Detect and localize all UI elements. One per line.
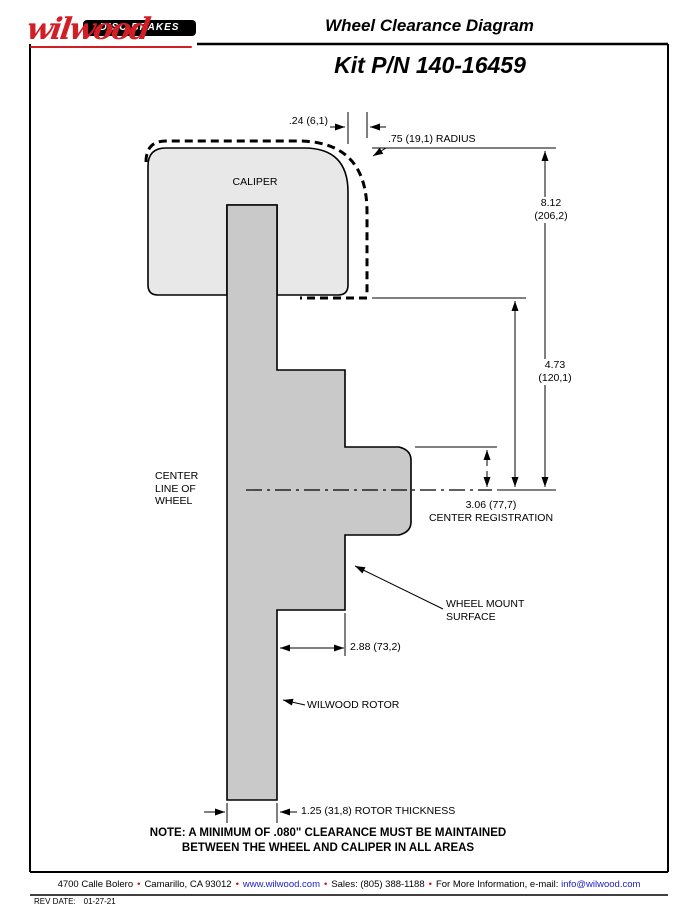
frame-borders (29, 42, 669, 896)
footer: 4700 Calle Bolero•Camarillo, CA 93012•ww… (30, 878, 668, 892)
centerline-label-line1: CENTER (155, 470, 199, 482)
footer-address: 4700 Calle Bolero (57, 879, 134, 890)
caliper-shape (147, 147, 349, 296)
footer-city: Camarillo, CA 93012 (144, 879, 232, 890)
mount-surface-line1: WHEEL MOUNT (446, 598, 525, 610)
rotor-hat-shape (226, 204, 412, 801)
dim-812: 8.12 (206,2) (521, 197, 581, 223)
footer-website-link[interactable]: www.wilwood.com (242, 879, 320, 890)
footer-bullet: • (428, 879, 432, 890)
rev-date: REV DATE: 01-27-21 (34, 897, 116, 906)
radius-leader (372, 147, 387, 157)
dim-rotor-thickness: 1.25 (31,8) ROTOR THICKNESS (301, 805, 456, 817)
rev-date-label: REV DATE: (34, 897, 76, 906)
footer-sales-phone: Sales: (805) 388-1188 (331, 879, 425, 890)
wilwood-logo: wilwood (24, 12, 151, 47)
mount-surface-line2: SURFACE (446, 611, 496, 623)
footer-more-info: For More Information, e-mail: (435, 879, 559, 890)
rotor-leader (282, 698, 306, 706)
extension-lines (226, 112, 556, 823)
center-registration-label: CENTER REGISTRATION (428, 512, 554, 524)
footer-bullet: • (235, 879, 239, 890)
envelope-top-right (144, 139, 369, 296)
centerline-label: CENTER LINE OF WHEEL (155, 470, 198, 508)
dim-center-registration: 3.06 (77,7) CENTER REGISTRATION (414, 499, 568, 525)
page-title: Wheel Clearance Diagram (325, 16, 534, 35)
mount-surface-leader (354, 565, 444, 610)
dim-306-value: 3.06 (77,7) (465, 499, 517, 511)
kit-part-number: Kit P/N 140-16459 (334, 52, 526, 78)
dim-812-metric: (206,2) (534, 210, 568, 222)
logo-underline (30, 46, 192, 48)
dim-812-value: 8.12 (540, 197, 562, 209)
caliper-label: CALIPER (232, 176, 278, 188)
dim-473-metric: (120,1) (538, 372, 572, 384)
clearance-note-line1: NOTE: A MINIMUM OF .080" CLEARANCE MUST … (149, 827, 507, 839)
tagline-text: DISC BRAKES (99, 22, 180, 33)
dim-mount-to-rotor: 2.88 (73,2) (350, 641, 401, 653)
clearance-note: NOTE: A MINIMUM OF .080" CLEARANCE MUST … (80, 826, 576, 856)
dim-473-value: 4.73 (544, 359, 566, 371)
clearance-envelope-dashed (144, 139, 369, 300)
dim-473: 4.73 (120,1) (525, 359, 585, 385)
rotor-label: WILWOOD ROTOR (307, 699, 400, 711)
dim-caliper-offset: .24 (6,1) (288, 115, 328, 127)
clearance-note-line2: BETWEEN THE WHEEL AND CALIPER IN ALL ARE… (181, 842, 475, 854)
footer-bullet: • (323, 879, 328, 890)
centerline-label-line3: WHEEL (155, 495, 193, 507)
footer-email-link[interactable]: info@wilwood.com (561, 879, 641, 890)
rev-date-value: 01-27-21 (83, 897, 116, 906)
dimension-lines (204, 123, 549, 816)
wilwood-tagline-badge: DISC BRAKES (83, 20, 196, 36)
mount-surface-label: WHEEL MOUNT SURFACE (446, 598, 524, 624)
footer-bullet: • (137, 879, 141, 890)
centerline-label-line2: LINE OF (155, 482, 196, 495)
dim-corner-radius: .75 (19,1) RADIUS (388, 133, 476, 145)
